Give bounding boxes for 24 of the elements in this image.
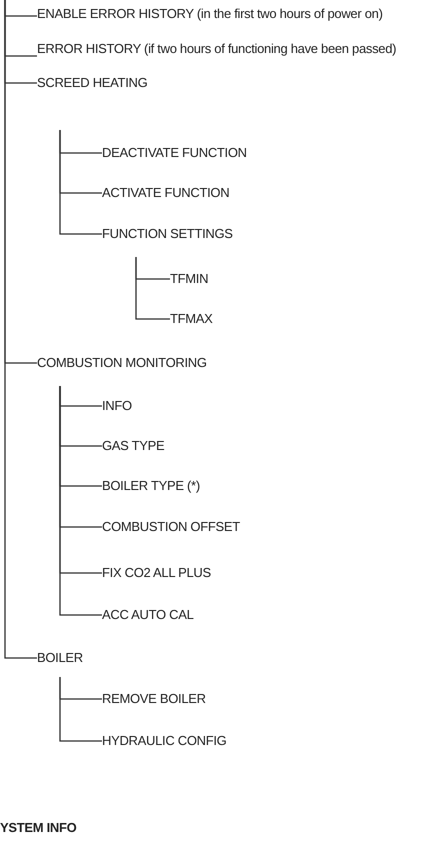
menu-item: FIX CO2 ALL PLUS [102, 565, 211, 580]
section-heading: YSTEM INFO [0, 820, 76, 835]
menu-item: TFMIN [170, 271, 208, 286]
menu-item: ACC AUTO CAL [102, 607, 194, 622]
menu-item: HYDRAULIC CONFIG [102, 733, 226, 748]
menu-item: TFMAX [170, 311, 213, 326]
menu-item: BOILER [37, 650, 83, 665]
menu-item: REMOVE BOILER [102, 691, 206, 706]
menu-item: FUNCTION SETTINGS [102, 226, 233, 241]
menu-item: BOILER TYPE (*) [102, 478, 200, 493]
tree-connector [59, 386, 102, 616]
menu-item: ENABLE ERROR HISTORY (in the first two hours of power on) [37, 6, 383, 21]
menu-item: GAS TYPE [102, 438, 164, 453]
menu-item: SCREED HEATING [37, 75, 148, 90]
menu-item: COMBUSTION MONITORING [37, 355, 207, 370]
menu-item: ERROR HISTORY (if two hours of functioning have been passed) [37, 41, 396, 56]
menu-item: DEACTIVATE FUNCTION [102, 145, 247, 160]
tree-connector [4, 0, 37, 659]
tree-connector [59, 677, 102, 742]
tree-connector [59, 130, 102, 235]
tree-connector [135, 257, 170, 320]
menu-item: COMBUSTION OFFSET [102, 519, 240, 534]
menu-item: INFO [102, 398, 132, 413]
menu-item: ACTIVATE FUNCTION [102, 185, 230, 200]
